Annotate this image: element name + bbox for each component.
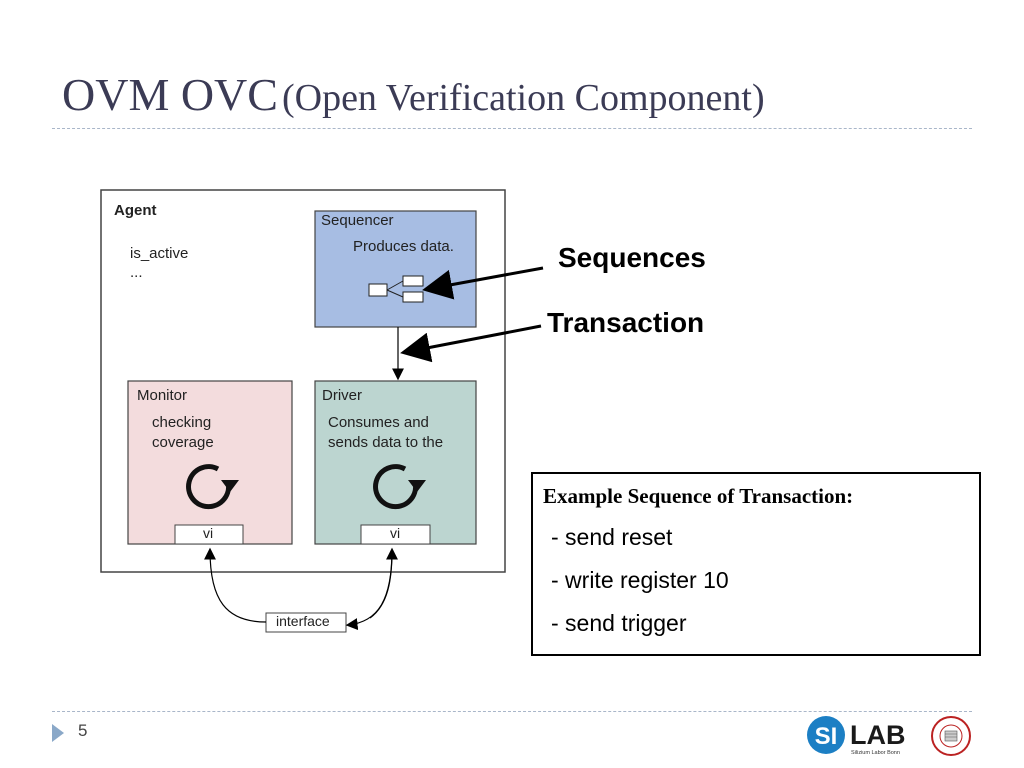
interface-label: interface [276, 613, 330, 629]
silab-logo: SI LAB Silizium Labor Bonn [807, 716, 971, 756]
page-number: 5 [78, 721, 88, 740]
logo-si-text: SI [815, 723, 838, 750]
monitor-box [127, 380, 293, 545]
example-sequence-box: Example Sequence of Transaction: - send … [531, 472, 981, 656]
title-subtitle: (Open Verification Component) [281, 77, 765, 119]
title-divider [52, 128, 972, 129]
si-logo-circle [807, 716, 845, 754]
monitor-cycle-icon [186, 464, 239, 510]
sequencer-box [314, 210, 477, 328]
driver-label: Driver [322, 387, 362, 404]
title-main: OVM OVC [62, 69, 278, 120]
is-active-label: is_active [130, 245, 189, 262]
sequences-pointer-arrow [422, 266, 544, 300]
sequencer-description: Produces data. [353, 238, 454, 255]
footer-divider [52, 711, 972, 712]
driver-description-1: Consumes and [328, 414, 429, 431]
monitor-interface-link [204, 547, 267, 623]
slide-title: OVM OVC (Open Verification Component) [62, 68, 765, 121]
sequencer-label: Sequencer [321, 212, 394, 229]
monitor-description-2: coverage [152, 434, 214, 451]
logo-tagline: Silizium Labor Bonn [851, 750, 900, 756]
driver-vi-label: vi [390, 525, 401, 541]
example-item-write-register: - write register 10 [551, 567, 729, 593]
atlas-seal-icon [931, 716, 971, 756]
footer-triangle-icon [52, 724, 64, 742]
monitor-description-1: checking [152, 414, 212, 431]
monitor-vi-label: vi [203, 525, 214, 541]
example-heading: Example Sequence of Transaction: [543, 484, 854, 508]
transaction-annotation: Transaction [547, 307, 705, 338]
agent-label: Agent [114, 202, 157, 219]
example-item-send-reset: - send reset [551, 524, 673, 550]
driver-vi-box [360, 524, 431, 545]
sequence-icon [368, 275, 424, 303]
sequences-annotation: Sequences [558, 242, 706, 273]
example-item-send-trigger: - send trigger [551, 610, 687, 636]
monitor-label: Monitor [137, 387, 188, 404]
driver-cycle-icon [373, 464, 426, 510]
driver-description-2: sends data to the [328, 434, 444, 451]
logo-lab-text: LAB [850, 720, 906, 750]
driver-box [314, 380, 477, 545]
driver-interface-link-up [369, 547, 398, 619]
ellipsis-label: ... [130, 264, 143, 281]
transaction-pointer-arrow [400, 324, 542, 363]
monitor-vi-box [174, 524, 244, 545]
